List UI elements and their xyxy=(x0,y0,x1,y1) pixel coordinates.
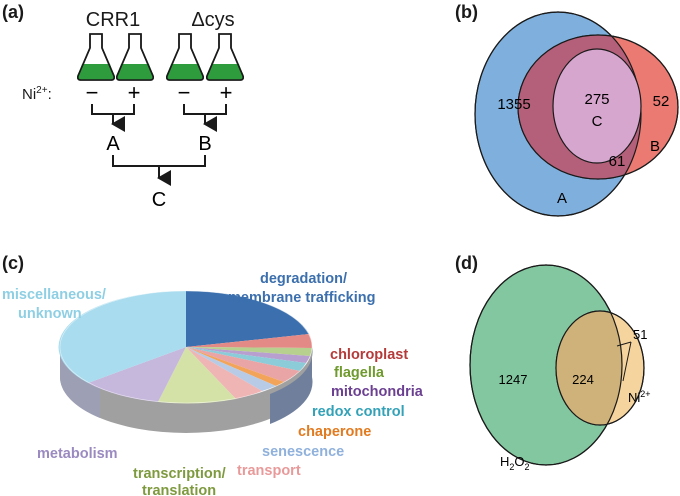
set-c-label: C xyxy=(152,189,166,211)
venn-set-c xyxy=(552,48,642,164)
label-chloroplast: chloroplast xyxy=(330,347,408,363)
panel-label-c: (c) xyxy=(2,253,24,273)
count-only-ni: 51 xyxy=(633,327,647,342)
ni-superscript: 2+ xyxy=(36,85,48,96)
h2o2-o: O xyxy=(514,454,524,469)
strain-dcys-label: Δcys xyxy=(191,9,234,31)
plus-sign: + xyxy=(128,80,141,105)
ni-colon: : xyxy=(48,86,52,103)
pie-slice-misc xyxy=(58,290,186,383)
panel-label-a: (a) xyxy=(2,2,24,22)
pie-slice-transport-b xyxy=(186,347,262,399)
pie-slice-transport-a xyxy=(186,347,300,382)
bracket-connector xyxy=(91,104,227,186)
pie-slice-flagella xyxy=(186,347,312,356)
pie-slice-chloroplast xyxy=(186,334,313,348)
ni-superscript: 2+ xyxy=(640,389,650,399)
count-only-a: 1355 xyxy=(497,96,530,113)
flask-icon xyxy=(77,33,115,81)
pie-slice-degradation xyxy=(186,290,309,347)
h2o2-sub: 2 xyxy=(525,462,530,472)
h2o2-sub: 2 xyxy=(509,462,514,472)
core-set-label: C xyxy=(592,113,603,130)
venn-d-overlap xyxy=(556,311,622,425)
flask-icon xyxy=(116,33,154,81)
label-transcription: transcription/ xyxy=(133,466,226,482)
count-overlap: 224 xyxy=(572,372,594,387)
label-membrane-trafficking: membrane trafficking xyxy=(228,290,375,306)
label-senescence: senescence xyxy=(262,444,344,460)
panel-label-d: (d) xyxy=(455,253,478,273)
count-ab-not-c: 61 xyxy=(609,153,626,170)
callout-line xyxy=(616,341,632,347)
label-unknown: unknown xyxy=(18,306,82,322)
flask-icon xyxy=(206,33,244,81)
label-transport: transport xyxy=(237,463,301,479)
venn-h2o2-outline xyxy=(469,264,623,466)
label-flagella: flagella xyxy=(334,365,385,381)
venn-ni-outline xyxy=(555,310,645,426)
label-mitochondria: mitochondria xyxy=(331,384,424,400)
label-redox-control: redox control xyxy=(312,404,405,420)
count-core: 275 xyxy=(584,91,609,108)
pie-slice-redox xyxy=(186,347,306,371)
panel-c-pie: degradation/ membrane trafficking chloro… xyxy=(2,271,424,496)
pie-top-outline xyxy=(59,290,313,404)
label-degradation: degradation/ xyxy=(260,271,347,287)
venn-set-b-outline xyxy=(517,34,679,180)
set-b-tag: B xyxy=(650,138,660,155)
label-metabolism: metabolism xyxy=(37,446,118,462)
panel-a-diagram: CRR1 Δcys Ni2+: − + − + A B C xyxy=(22,9,244,211)
panel-d-venn: 1247 224 51 Ni2+ H2O2 xyxy=(469,264,651,472)
pie-slice-transcription xyxy=(158,347,236,404)
ni-text: Ni xyxy=(22,86,36,103)
count-only-b: 52 xyxy=(653,93,670,110)
minus-sign: − xyxy=(178,80,191,105)
count-only-h2o2: 1247 xyxy=(499,372,528,387)
pie-slice-metabolism xyxy=(88,347,186,402)
ni-text: Ni xyxy=(628,390,640,405)
minus-sign: − xyxy=(86,80,99,105)
pie-side-right xyxy=(270,347,313,424)
label-miscellaneous: miscellaneous/ xyxy=(2,287,106,303)
label-chaperone: chaperone xyxy=(298,424,371,440)
label-translation: translation xyxy=(142,483,216,496)
set-a-label: A xyxy=(106,133,120,155)
set-a-tag: A xyxy=(557,190,567,207)
strain-crr1-label: CRR1 xyxy=(86,9,140,31)
pie-slice-senescence xyxy=(186,347,276,391)
panel-b-venn: 1355 275 C 52 B 61 A xyxy=(474,11,679,217)
pie-slice-mitochondria xyxy=(186,347,310,363)
set-b-label: B xyxy=(198,133,211,155)
callout-line xyxy=(622,341,632,382)
ni-treatment-label: Ni2+: xyxy=(22,85,52,103)
panel-label-b: (b) xyxy=(455,2,478,22)
h2o2-set-label: H2O2 xyxy=(500,454,530,472)
plus-sign: + xyxy=(220,80,233,105)
h2o2-h: H xyxy=(500,454,509,469)
pie-side xyxy=(60,347,312,433)
ni-set-label: Ni2+ xyxy=(628,389,651,405)
pie-slice-chaperone xyxy=(186,347,284,386)
flask-icon xyxy=(166,33,204,81)
pie-side-left xyxy=(59,347,100,418)
